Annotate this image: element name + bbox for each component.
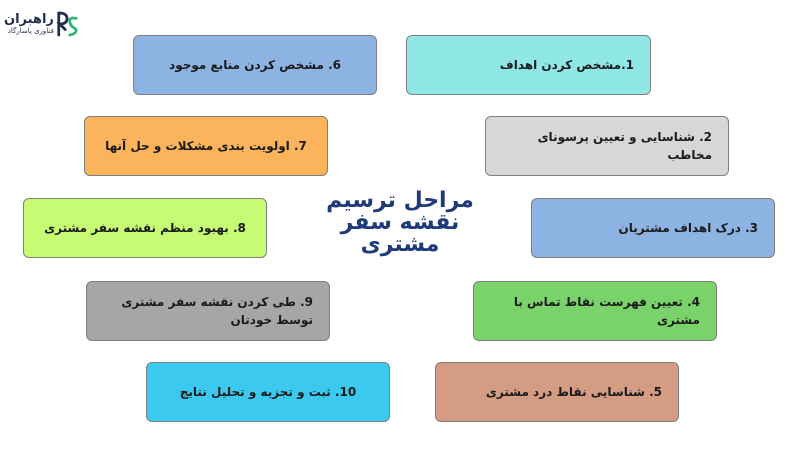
step-9-box: 9. طی کردن نقشه سفر مشتری توسط خودتان: [86, 281, 330, 341]
step-5-box: 5. شناسایی نقاط درد مشتری: [435, 362, 679, 422]
step-6-label: 6. مشخص کردن منابع موجود: [169, 58, 341, 72]
title-line-1: مراحل ترسیم: [326, 188, 474, 213]
step-1-label: 1.مشخص کردن اهداف: [499, 58, 634, 72]
step-10-label: 10. ثبت و تجزیه و تحلیل نتایج: [179, 385, 357, 399]
step-2-box: 2. شناسایی و تعیین پرسونای مخاطب: [485, 116, 729, 176]
step-5-label: 5. شناسایی نقاط درد مشتری: [485, 385, 662, 399]
logo-name: راهبران: [4, 11, 54, 27]
step-8-label: 8. بهبود منظم نقشه سفر مشتری: [44, 221, 246, 235]
step-1-box: 1.مشخص کردن اهداف: [406, 35, 651, 95]
logo: راهبران فناوری پاسارگاد: [4, 4, 78, 44]
step-4-box: 4. تعیین فهرست نقاط تماس با مشتری: [473, 281, 717, 341]
diagram-title: مراحل ترسیم نقشه سفر مشتری: [320, 190, 480, 256]
step-8-box: 8. بهبود منظم نقشه سفر مشتری: [23, 198, 267, 258]
logo-tagline: فناوری پاسارگاد: [7, 26, 54, 35]
step-10-box: 10. ثبت و تجزیه و تحلیل نتایج: [146, 362, 390, 422]
step-4-label: 4. تعیین فهرست نقاط تماس با مشتری: [513, 295, 700, 327]
step-7-box: 7. اولویت بندی مشکلات و حل آنها: [84, 116, 328, 176]
rs-monogram-icon: [56, 11, 78, 37]
step-6-box: 6. مشخص کردن منابع موجود: [133, 35, 377, 95]
title-line-3: مشتری: [360, 232, 440, 257]
step-3-box: 3. درک اهداف مشتریان: [531, 198, 775, 258]
step-7-label: 7. اولویت بندی مشکلات و حل آنها: [105, 139, 307, 153]
title-line-2: نقشه سفر: [340, 210, 460, 235]
logo-text: راهبران فناوری پاسارگاد: [4, 11, 54, 36]
step-2-label: 2. شناسایی و تعیین پرسونای مخاطب: [537, 130, 712, 162]
step-3-label: 3. درک اهداف مشتریان: [618, 221, 758, 235]
step-9-label: 9. طی کردن نقشه سفر مشتری توسط خودتان: [121, 295, 313, 327]
